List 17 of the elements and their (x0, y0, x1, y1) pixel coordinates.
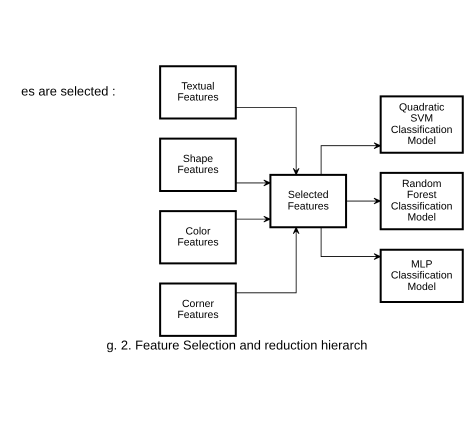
arrow (236, 106, 300, 175)
node-box: Color Features (159, 210, 237, 264)
node-box: Textual Features (159, 64, 237, 120)
arrow (236, 179, 271, 186)
node-box: Quadratic SVM Classification Model (380, 94, 464, 154)
node-box: Corner Features (159, 282, 237, 336)
arrow (320, 142, 381, 175)
node-box: MLP Classification Model (380, 248, 464, 303)
arrow (320, 226, 381, 260)
arrow (236, 215, 271, 222)
arrow (346, 197, 381, 204)
label: es are selected : (21, 82, 116, 98)
caption: g. 2. Feature Selection and reduction hierarch (106, 336, 368, 352)
node-box: Selected Features (269, 173, 348, 228)
node-box: Shape Features (159, 137, 237, 192)
node-box: Random Forest Classification Model (380, 171, 464, 230)
arrow (236, 226, 300, 293)
